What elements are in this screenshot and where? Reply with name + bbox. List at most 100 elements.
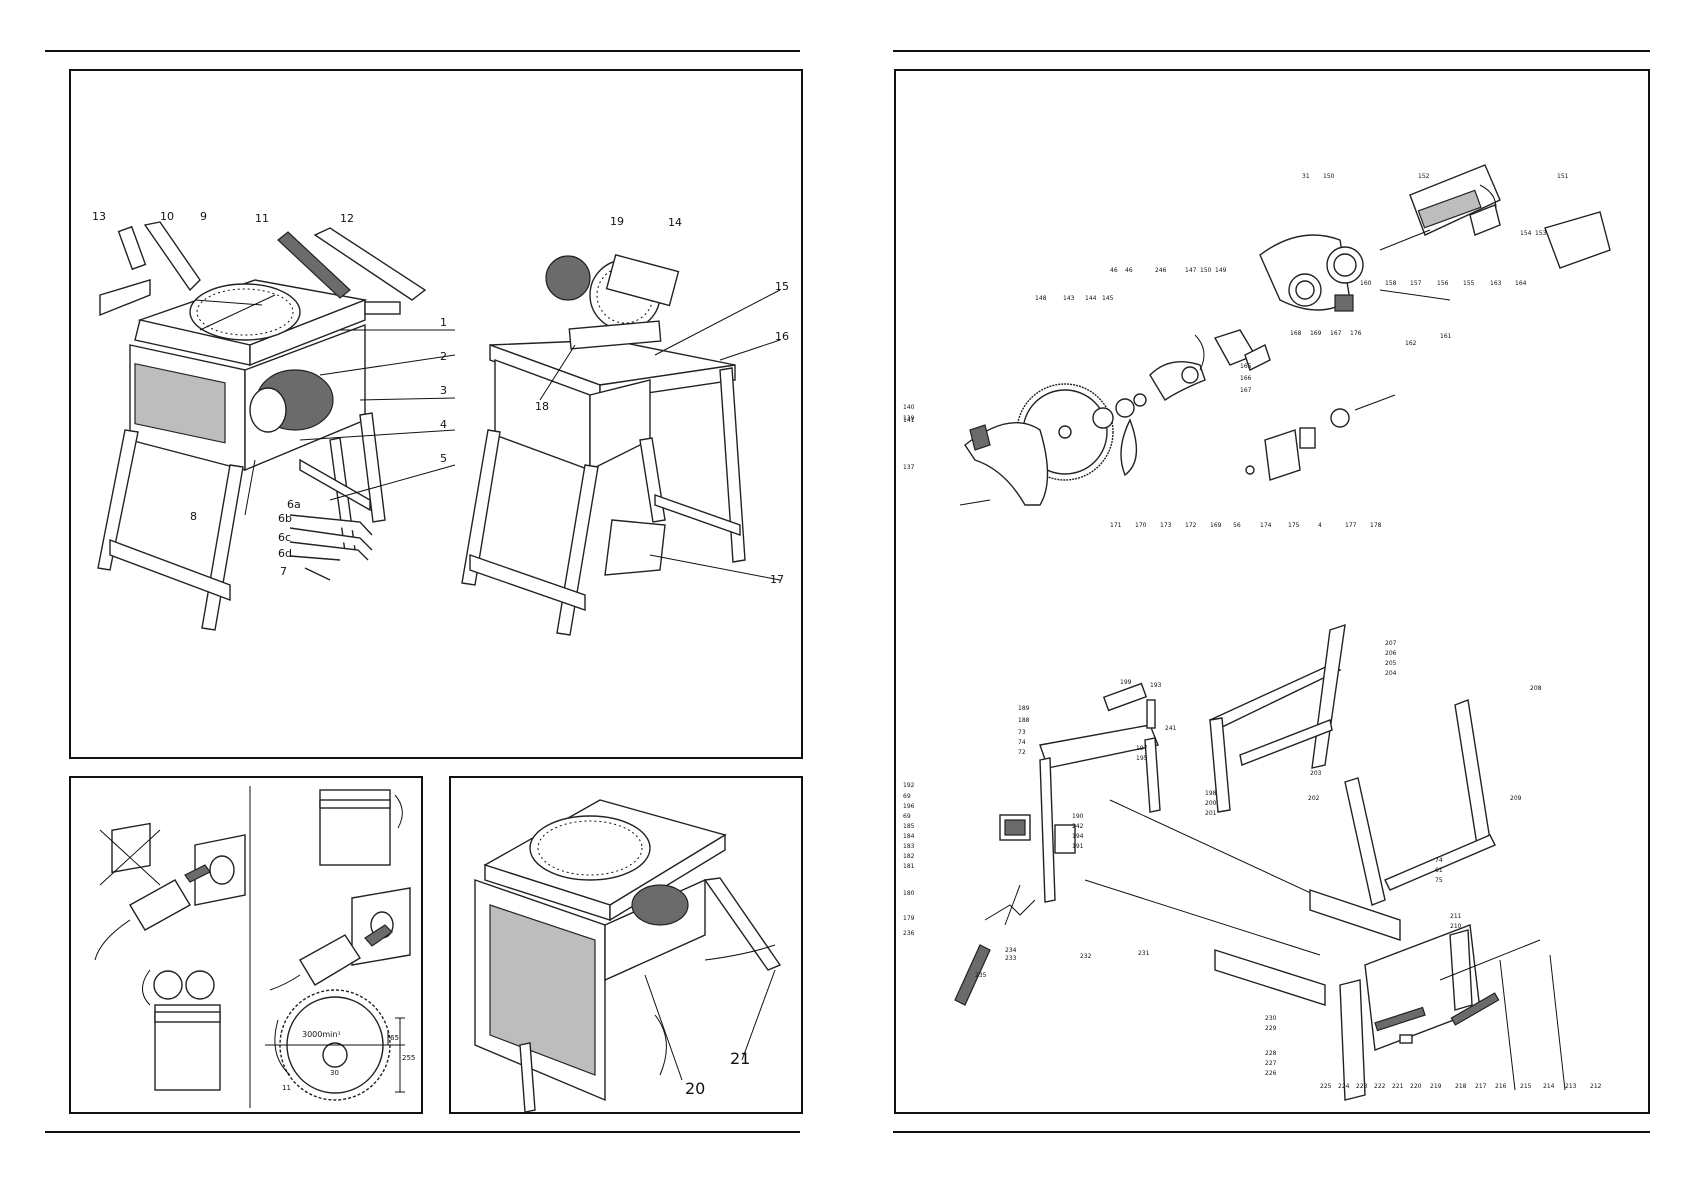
part-label: 231 bbox=[1138, 950, 1150, 957]
part-label: 195 bbox=[1136, 755, 1148, 762]
part-label: 234 bbox=[1005, 947, 1017, 954]
blade-dimension-drawing: 3000min¹ 65 11 30 255 bbox=[265, 989, 415, 1101]
label-9: 9 bbox=[200, 210, 207, 223]
part-label: 148 bbox=[1035, 295, 1047, 302]
part-label: 193 bbox=[1150, 682, 1162, 689]
part-label: 171 bbox=[1110, 522, 1122, 529]
part-label: 151 bbox=[1557, 173, 1569, 180]
part-label: 211 bbox=[1450, 913, 1462, 920]
machine-rotate-icon bbox=[142, 969, 221, 1091]
part-label: 220 bbox=[1410, 1083, 1422, 1090]
part-label: 145 bbox=[1102, 295, 1114, 302]
part-label: 147 bbox=[1185, 267, 1197, 274]
leader-lines bbox=[244, 289, 781, 581]
part-label: 246 bbox=[1155, 267, 1167, 274]
part-label: 178 bbox=[1370, 522, 1382, 529]
left-top-rule bbox=[45, 50, 800, 52]
part-label: 163 bbox=[1490, 280, 1502, 287]
part-label: 180 bbox=[903, 890, 915, 897]
part-label: 199 bbox=[1120, 679, 1132, 686]
part-label: 235 bbox=[975, 972, 987, 979]
part-label: 190 bbox=[1072, 813, 1084, 820]
part-label: 222 bbox=[1374, 1083, 1386, 1090]
part-label: 204 bbox=[1385, 670, 1397, 677]
part-label: 161 bbox=[1440, 333, 1452, 340]
safety-instructions-drawing: 3000min¹ 65 11 30 255 bbox=[94, 786, 415, 1108]
part-label: 170 bbox=[1135, 522, 1147, 529]
part-label: 205 bbox=[1385, 660, 1397, 667]
part-label: 46 bbox=[1110, 267, 1118, 274]
exploded-saw-head-drawing bbox=[959, 164, 1611, 506]
part-label: 155 bbox=[1463, 280, 1475, 287]
label-5: 5 bbox=[440, 452, 447, 465]
label-12: 12 bbox=[340, 212, 354, 225]
part-label: 74 bbox=[1435, 857, 1443, 864]
part-label: 202 bbox=[1308, 795, 1320, 802]
blade-dim-diameter: 255 bbox=[402, 1054, 415, 1062]
part-label: 225 bbox=[1320, 1083, 1332, 1090]
part-label: 207 bbox=[1385, 640, 1397, 647]
part-label: 137 bbox=[903, 464, 915, 471]
part-label: 165 bbox=[1240, 363, 1252, 370]
part-label: 153 bbox=[1535, 230, 1547, 237]
part-label: 232 bbox=[1080, 953, 1092, 960]
accessory-parts-left bbox=[99, 221, 427, 317]
right-top-rule bbox=[893, 50, 1650, 52]
part-label: 194 bbox=[1072, 833, 1084, 840]
part-label: 217 bbox=[1475, 1083, 1487, 1090]
plug-in-icon bbox=[269, 887, 411, 991]
part-label: 69 bbox=[903, 813, 911, 820]
label-6a: 6a bbox=[287, 498, 301, 511]
right-bottom-rule bbox=[893, 1131, 1650, 1133]
main-figure-labels: 13 10 9 11 12 19 14 15 16 1 2 3 4 5 8 18… bbox=[92, 210, 789, 586]
label-4: 4 bbox=[440, 418, 447, 431]
part-label: 156 bbox=[1437, 280, 1449, 287]
table-saw-unit bbox=[97, 279, 386, 631]
part-label: 72 bbox=[1018, 749, 1026, 756]
part-label: 213 bbox=[1565, 1083, 1577, 1090]
blade-dim-height: 65 bbox=[390, 1034, 399, 1042]
crossed-plug-icon bbox=[99, 822, 161, 886]
part-label: 167 bbox=[1330, 330, 1342, 337]
part-label: 157 bbox=[1410, 280, 1422, 287]
label-7: 7 bbox=[280, 565, 287, 578]
blade-speed-label: 3000min¹ bbox=[302, 1030, 341, 1039]
part-label: 73 bbox=[1018, 729, 1026, 736]
part-label: 4 bbox=[1318, 522, 1322, 529]
fold-label-21: 21 bbox=[730, 1049, 750, 1068]
main-assembly-drawing: 13 10 9 11 12 19 14 15 16 1 2 3 4 5 8 18… bbox=[92, 210, 789, 636]
label-6b: 6b bbox=[278, 512, 292, 525]
part-label: 192 bbox=[903, 782, 915, 789]
part-label: 74 bbox=[1018, 739, 1026, 746]
unplug-icon bbox=[94, 834, 246, 961]
part-label: 176 bbox=[1350, 330, 1362, 337]
part-label: 228 bbox=[1265, 1050, 1277, 1057]
blade-dim-small: 11 bbox=[282, 1084, 291, 1092]
part-label: 227 bbox=[1265, 1060, 1277, 1067]
part-label: 139 bbox=[903, 415, 915, 422]
label-2: 2 bbox=[440, 350, 447, 363]
part-label: 152 bbox=[1418, 173, 1430, 180]
part-label: 214 bbox=[1543, 1083, 1555, 1090]
part-label: 196 bbox=[903, 803, 915, 810]
part-label: 201 bbox=[1205, 810, 1217, 817]
miter-saw-unit bbox=[461, 253, 746, 636]
label-6d: 6d bbox=[278, 547, 292, 560]
part-label: 166 bbox=[1240, 375, 1252, 382]
bottom-explode-labels: 199 193 189 188 73 74 72 192 69 196 69 1… bbox=[903, 640, 1602, 1090]
label-13: 13 bbox=[92, 210, 106, 223]
part-label: 168 bbox=[1290, 330, 1302, 337]
part-label: 200 bbox=[1205, 800, 1217, 807]
part-label: 144 bbox=[1085, 295, 1097, 302]
part-label: 69 bbox=[903, 793, 911, 800]
part-label: 229 bbox=[1265, 1025, 1277, 1032]
label-1: 1 bbox=[440, 316, 447, 329]
label-15: 15 bbox=[775, 280, 789, 293]
part-label: 167 bbox=[1240, 387, 1252, 394]
part-label: 143 bbox=[1063, 295, 1075, 302]
label-6c: 6c bbox=[278, 531, 291, 544]
part-label: 242 bbox=[1072, 823, 1084, 830]
part-label: 149 bbox=[1215, 267, 1227, 274]
left-bottom-rule bbox=[45, 1131, 800, 1133]
part-label: 162 bbox=[1405, 340, 1417, 347]
